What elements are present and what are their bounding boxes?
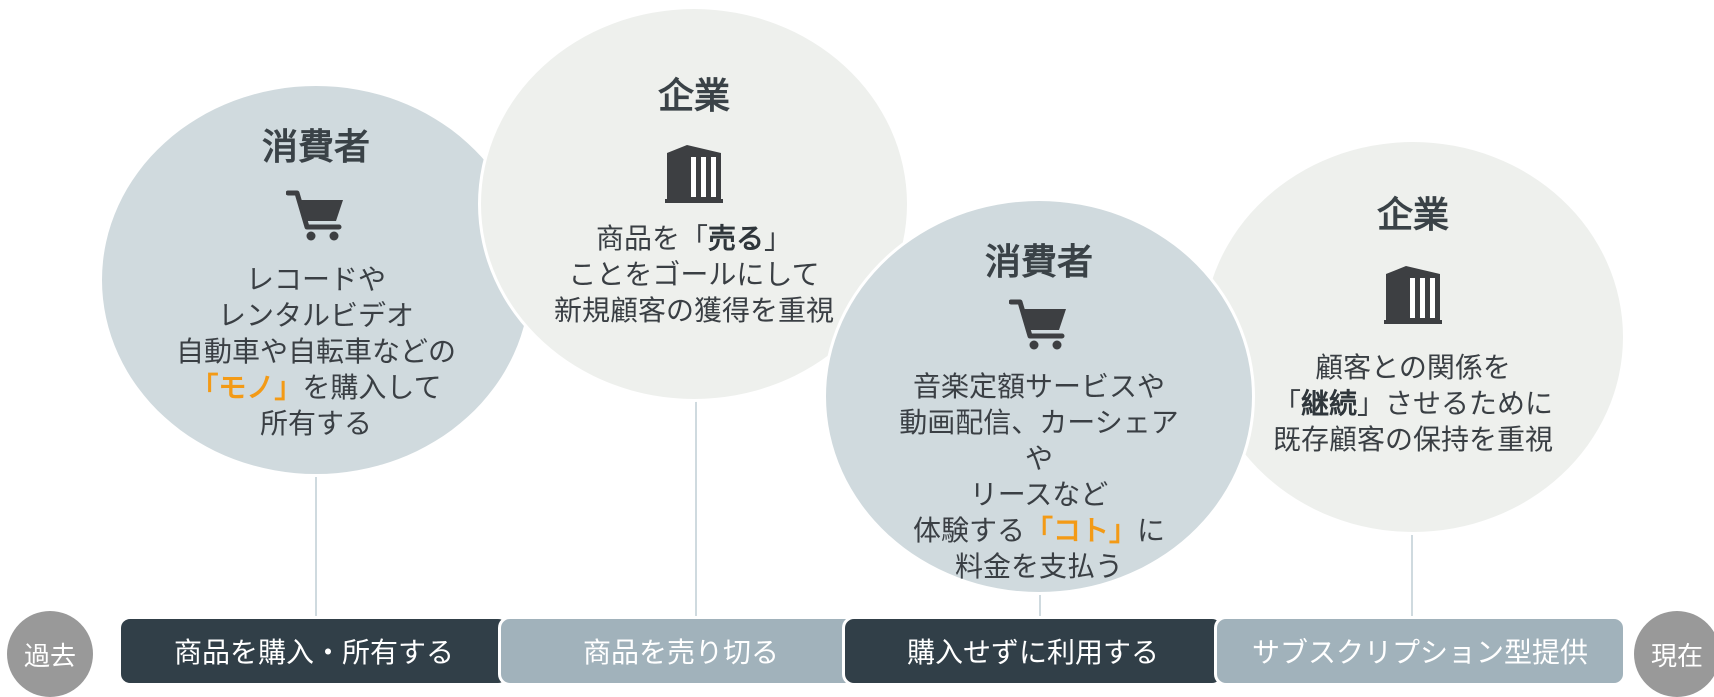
description-line: 「モノ」を購入して (190, 371, 442, 404)
timeline-start-past: 過去 (7, 611, 93, 697)
stage-title: 消費者 (984, 242, 1093, 283)
description-line: 体験する「コト」に (912, 514, 1166, 547)
accent-word: 「コト」 (1024, 514, 1137, 547)
stage-title: 企業 (657, 76, 730, 117)
consumer-circle-past: 消費者 レコードや レンタルビデオ 自動車や自転車などの 「モノ」を購入して 所… (99, 83, 533, 477)
stage-description: 顧客との関係を 「継続」させるために 既存顧客の保持を重視 (1273, 350, 1553, 458)
building-icon (1384, 264, 1442, 328)
accent-word: 「モノ」 (190, 371, 303, 404)
cart-icon (285, 188, 346, 246)
description-line: や (1024, 442, 1053, 475)
stage-description: 商品を「売る」 ことをゴールにして 新規顧客の獲得を重視 (554, 221, 834, 329)
description-line: リースなど (969, 478, 1109, 511)
description-line: レンタルビデオ (217, 299, 414, 332)
description-line: 音楽定額サービスや (912, 370, 1165, 403)
timeline-bar-subscription: サブスクリプション型提供 (1214, 616, 1626, 686)
description-line: 既存顧客の保持を重視 (1272, 423, 1553, 456)
stage-title: 企業 (1376, 195, 1449, 236)
description-line: レコードや (245, 263, 386, 296)
company-circle-present: 企業 顧客との関係を 「継続」させるために 既存顧客の保持を重視 (1200, 139, 1626, 535)
consumer-circle-present: 消費者 音楽定額サービスや 動画配信、カーシェア や リースなど 体験する「コト… (823, 198, 1255, 595)
stage-title: 消費者 (261, 127, 370, 168)
building-icon (665, 143, 723, 207)
description-line: 商品を「売る」 (595, 222, 793, 255)
timeline-bar-purchase-own: 商品を購入・所有する (118, 616, 510, 686)
connector-line-3 (1039, 585, 1041, 616)
emphasis-word: 売る (707, 222, 764, 255)
emphasis-word: 継続 (1300, 387, 1357, 420)
connector-line-1 (315, 470, 317, 616)
description-line: 自動車や自転車などの (175, 335, 456, 368)
timeline-end-present: 現在 (1634, 611, 1714, 697)
stage-description: 音楽定額サービスや 動画配信、カーシェア や リースなど 体験する「コト」に 料… (899, 369, 1178, 585)
description-line: 料金を支払う (954, 550, 1123, 583)
description-line: ことをゴールにして (568, 258, 820, 291)
timeline-bar-sell-out: 商品を売り切る (498, 616, 864, 686)
stage-description: レコードや レンタルビデオ 自動車や自転車などの 「モノ」を購入して 所有する (176, 262, 456, 442)
description-line: 新規顧客の獲得を重視 (553, 294, 834, 327)
connector-line-4 (1411, 530, 1413, 616)
timeline-bar-use-without-purchase: 購入せずに利用する (842, 616, 1224, 686)
description-line: 「継続」させるために (1272, 387, 1554, 420)
cart-icon (1008, 297, 1069, 355)
connector-line-2 (695, 400, 697, 616)
description-line: 顧客との関係を (1315, 351, 1511, 384)
description-line: 所有する (259, 407, 372, 440)
description-line: 動画配信、カーシェア (899, 406, 1179, 439)
